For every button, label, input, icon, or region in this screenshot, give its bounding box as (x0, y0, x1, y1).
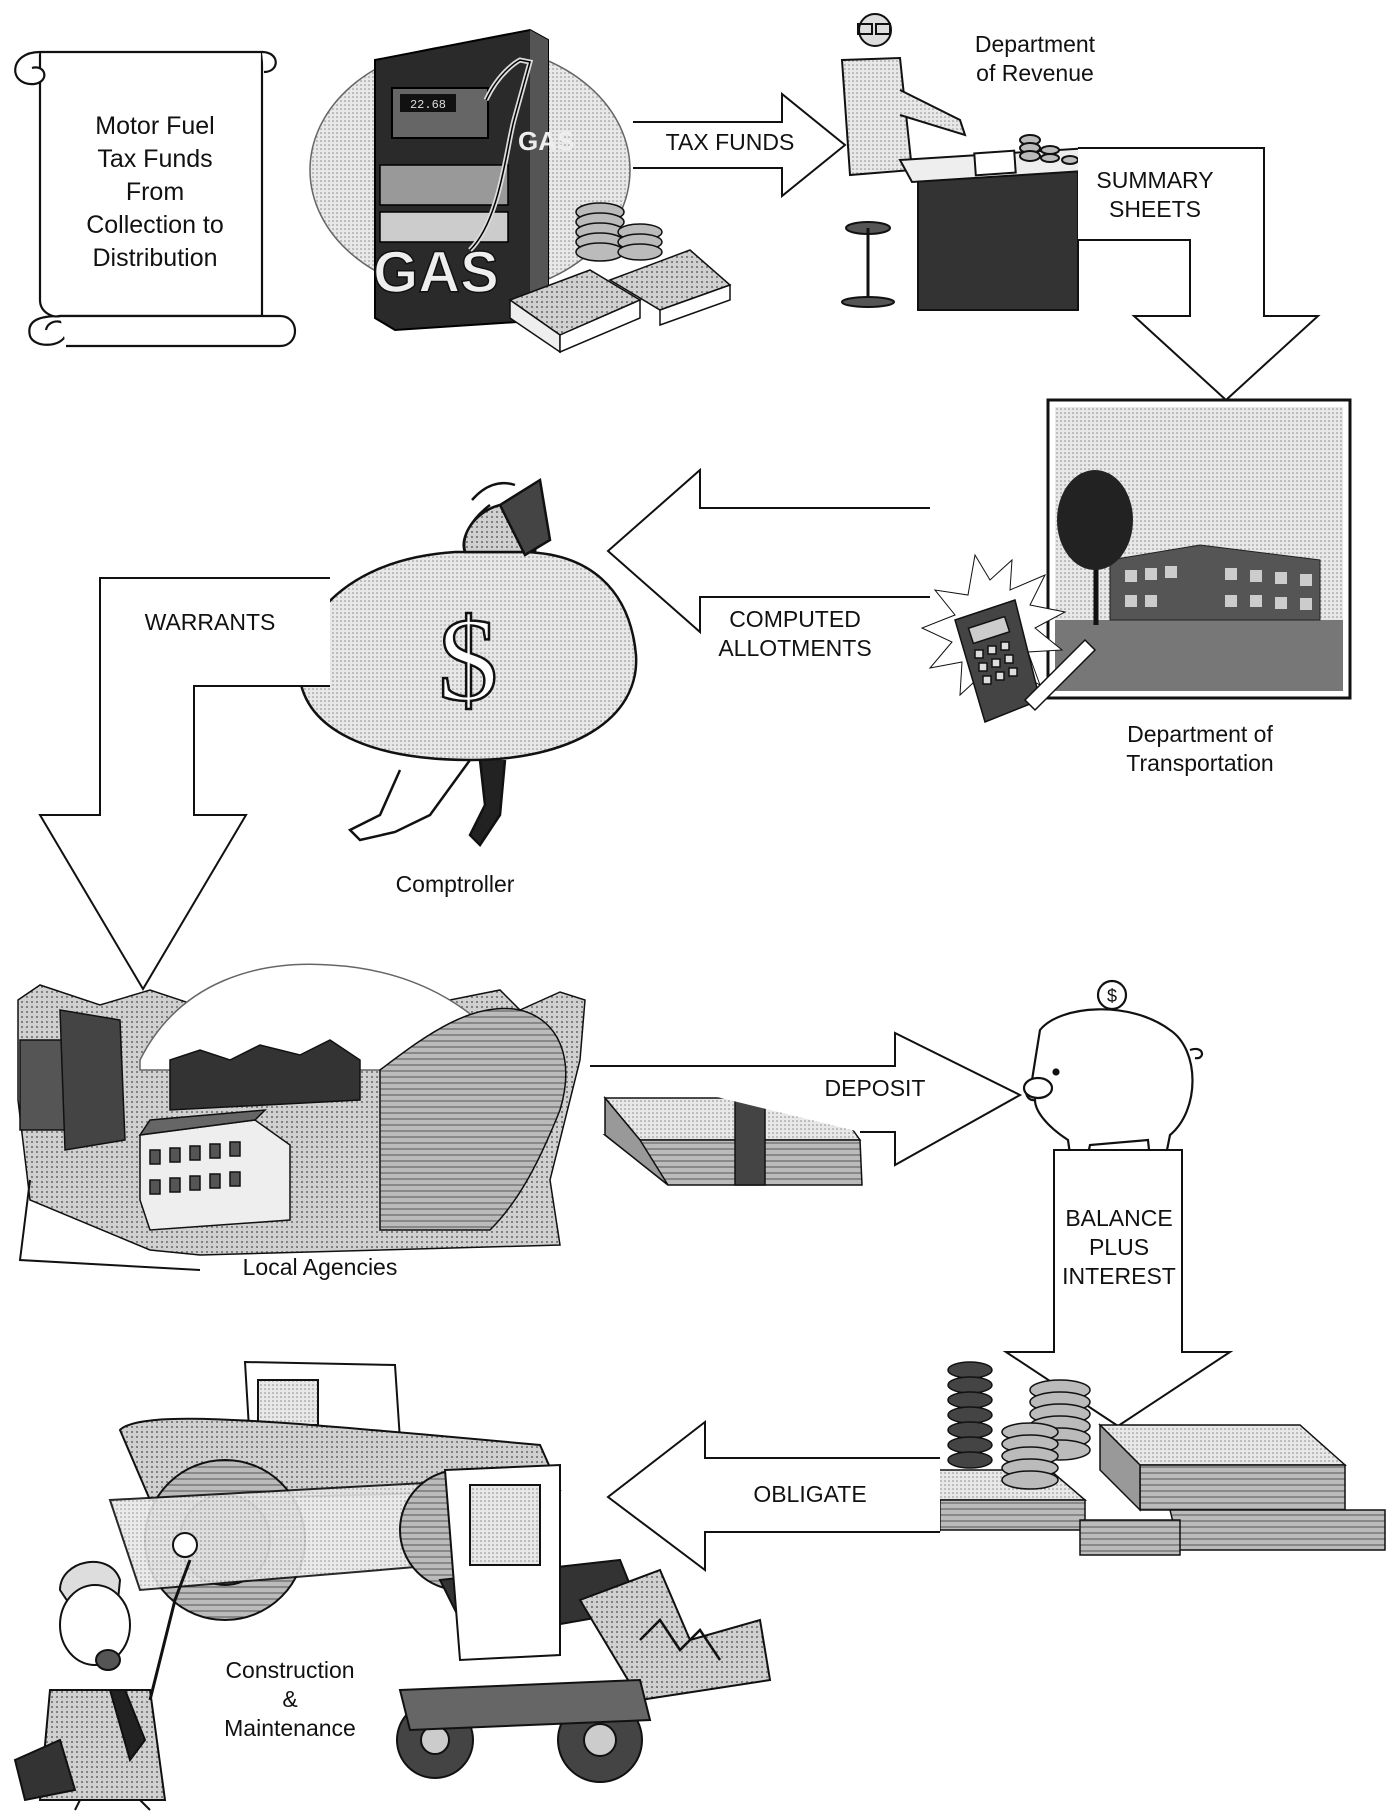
scroll-title: Motor Fuel Tax Funds From Collection to … (70, 110, 240, 275)
node-comptroller: Comptroller (395, 871, 515, 897)
flow-balance-interest-line: INTEREST (1062, 1263, 1176, 1289)
node-local-agencies: Local Agencies (242, 1254, 398, 1280)
obligate-arrow (606, 1419, 940, 1573)
scroll-title-line: Collection to (86, 211, 224, 239)
node-revenue: Department of Revenue (950, 30, 1120, 88)
flow-warrants-label: WARRANTS (144, 609, 276, 635)
flow-summary-sheets-line: SUMMARY (1096, 167, 1214, 193)
coins-cash-icon (902, 1361, 1386, 1556)
computed-allotments-arrow (606, 467, 930, 635)
town-icon (17, 963, 586, 1271)
node-construction-line: Construction (225, 1657, 355, 1683)
node-transportation-line: Department of (1127, 721, 1273, 747)
flow-deposit-label: DEPOSIT (824, 1075, 926, 1101)
pump-display: 22.68 (410, 98, 446, 112)
worker-icon (13, 1532, 198, 1811)
building-icon (1046, 398, 1352, 700)
scroll-title-line: Distribution (92, 244, 218, 272)
coins-icon (508, 202, 732, 354)
scroll-title-line: From (125, 178, 185, 206)
flow-balance-interest-label: BALANCE PLUS INTEREST (1055, 1204, 1183, 1291)
road-roller-icon (108, 1360, 772, 1783)
pump-brand-small: GAS (518, 126, 574, 156)
flow-computed-allotments-line: ALLOTMENTS (718, 635, 872, 661)
gas-pump-icon: 22.68 GAS GAS (309, 28, 631, 332)
flow-obligate-label: OBLIGATE (753, 1481, 867, 1507)
deposit-arrow (590, 1031, 1023, 1167)
node-revenue-line: Department (974, 31, 1096, 57)
piggy-coin-dollar: $ (1107, 986, 1117, 1006)
flow-balance-interest-line: BALANCE (1065, 1205, 1173, 1231)
node-revenue-line: of Revenue (976, 60, 1094, 86)
flow-tax-funds-label: TAX FUNDS (665, 129, 795, 155)
scroll-icon (14, 50, 296, 348)
tax-funds-arrow (633, 91, 847, 199)
scroll-title-line: Tax Funds (97, 145, 213, 173)
node-construction: Construction & Maintenance (205, 1656, 375, 1743)
node-construction-line: & (282, 1686, 298, 1712)
flow-computed-allotments-line: COMPUTED (729, 606, 861, 632)
node-transportation: Department of Transportation (1100, 720, 1300, 778)
warrants-arrow (38, 577, 330, 991)
pump-brand-large: GAS (373, 240, 499, 305)
flow-computed-allotments-label: COMPUTED ALLOTMENTS (700, 605, 890, 663)
flow-summary-sheets-label: SUMMARY SHEETS (1080, 166, 1230, 224)
flow-summary-sheets-line: SHEETS (1108, 196, 1202, 222)
money-bag-icon: $ (297, 477, 638, 847)
flow-balance-interest-line: PLUS (1088, 1234, 1150, 1260)
money-bag-dollar: $ (438, 593, 498, 726)
piggy-bank-icon: $ (1022, 979, 1203, 1170)
scroll-title-line: Motor Fuel (95, 112, 215, 140)
balance-interest-arrow (1002, 1149, 1234, 1428)
calculator-icon (920, 553, 1097, 724)
node-construction-line: Maintenance (224, 1715, 356, 1741)
node-transportation-line: Transportation (1126, 750, 1274, 776)
